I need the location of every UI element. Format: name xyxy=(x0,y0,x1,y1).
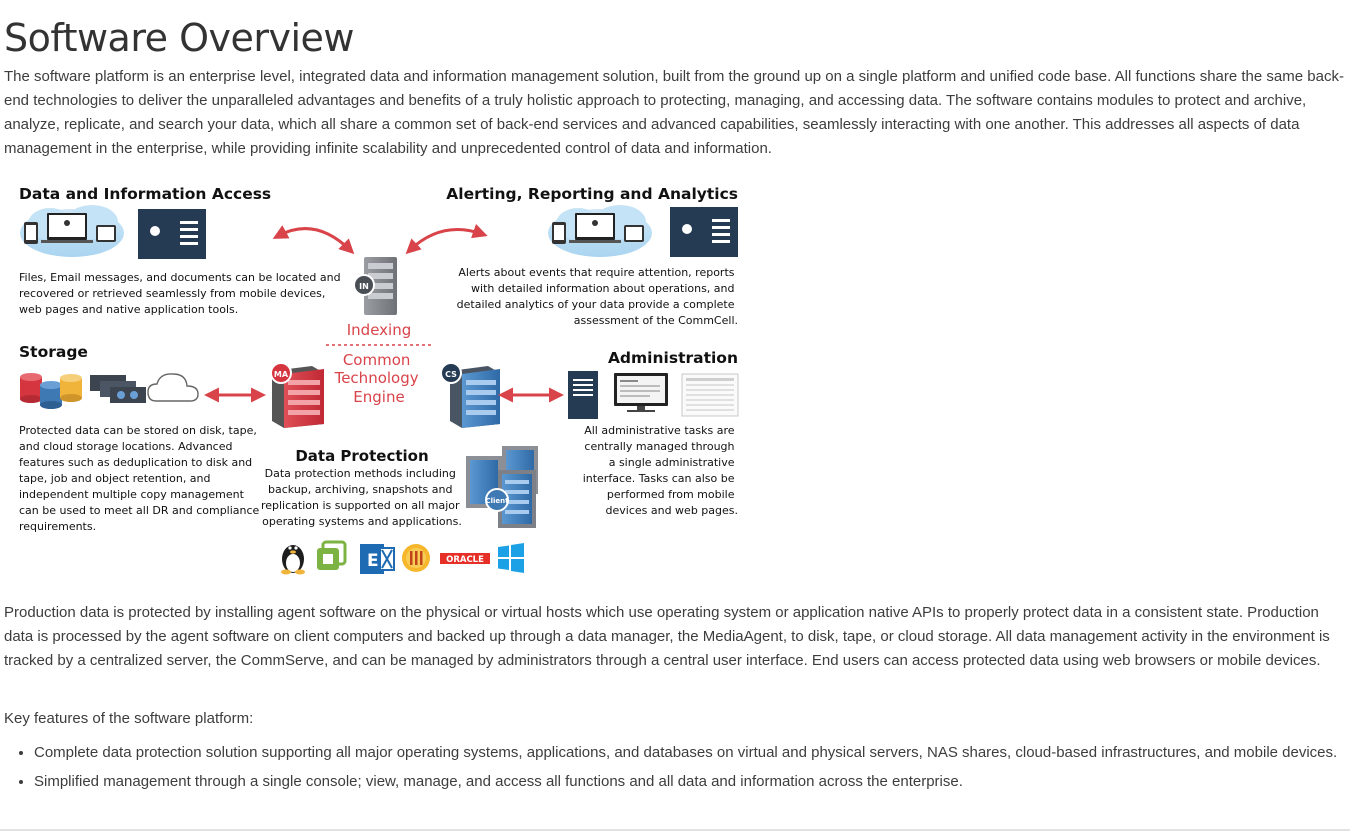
protection-line: replication is supported on all major xyxy=(261,499,460,512)
admin-line: All administrative tasks are xyxy=(584,424,735,437)
features-list: Complete data protection solution suppor… xyxy=(4,741,1350,799)
oracle-logo xyxy=(440,553,490,564)
intro-paragraph: The software platform is an enterprise l… xyxy=(4,68,1344,157)
page-bottom-divider xyxy=(0,829,1350,831)
alerting-to-index-arrow xyxy=(405,223,488,255)
engine-label: Common Technology Engine xyxy=(334,351,424,406)
commserve-server-icon xyxy=(440,362,500,428)
alerting-title: Alerting, Reporting and Analytics xyxy=(446,185,738,203)
page-title: Software Overview xyxy=(4,16,355,60)
tablet-console-icon xyxy=(670,207,738,257)
list-item: Simplified management through a single c… xyxy=(34,770,1350,794)
alerting-text: Alerts about events that require attenti… xyxy=(457,266,738,327)
protection-line: backup, archiving, snapshots and xyxy=(268,483,452,496)
media-agent-server-icon xyxy=(270,362,324,428)
vmware-icon xyxy=(317,540,347,570)
engine-line: Technology xyxy=(334,369,419,387)
admin-line: a single administrative xyxy=(609,456,735,469)
storage-line: can be used to meet all DR and complianc… xyxy=(19,504,260,517)
disk-icon xyxy=(20,373,82,409)
access-line: recovered or retrieved seamlessly from m… xyxy=(19,287,325,300)
protection-line: operating systems and applications. xyxy=(262,515,462,528)
storage-line: and cloud storage locations. Advanced xyxy=(19,440,232,453)
admin-tablet-icon xyxy=(568,371,598,419)
access-line: Files, Email messages, and documents can… xyxy=(19,271,341,284)
alerting-line: with detailed information about operatio… xyxy=(471,282,734,295)
devices-cloud-icon xyxy=(20,205,124,257)
alerting-line: assessment of the CommCell. xyxy=(574,314,738,327)
tape-icon xyxy=(90,375,146,403)
lotus-notes-icon xyxy=(402,544,430,572)
access-title: Data and Information Access xyxy=(19,185,271,203)
engine-line: Engine xyxy=(353,388,404,406)
index-server-icon xyxy=(353,257,397,315)
admin-title: Administration xyxy=(608,349,738,367)
admin-line: performed from mobile xyxy=(607,488,735,501)
cloud-icon xyxy=(147,373,199,402)
storage-text: Protected data can be stored on disk, ta… xyxy=(19,424,263,533)
indexing-label: Indexing xyxy=(347,321,412,339)
access-line: web pages and native application tools. xyxy=(19,303,238,316)
tablet-console-icon xyxy=(138,209,206,259)
svg-text:E: E xyxy=(367,551,379,571)
storage-line: requirements. xyxy=(19,520,96,533)
admin-report-icon xyxy=(681,373,739,417)
index-badge: IN xyxy=(359,282,369,291)
architecture-diagram: Data and Information Access Files, Email… xyxy=(19,185,739,575)
admin-monitor-icon xyxy=(614,373,668,412)
admin-line: centrally managed through xyxy=(584,440,734,453)
storage-line: tape, job and object retention, and xyxy=(19,472,211,485)
admin-line: devices and web pages. xyxy=(606,504,739,517)
access-to-index-arrow xyxy=(272,225,355,255)
client-server-stack-icon xyxy=(466,446,538,528)
protection-text: Data protection methods including backup… xyxy=(261,467,463,528)
admin-text: All administrative tasks are centrally m… xyxy=(583,424,738,517)
storage-title: Storage xyxy=(19,343,88,361)
alerting-line: detailed analytics of your data provide … xyxy=(457,298,735,311)
protection-title: Data Protection xyxy=(295,447,428,465)
linux-tux-icon xyxy=(281,545,305,575)
client-badge: Client xyxy=(485,497,509,505)
storage-line: independent multiple copy management xyxy=(19,488,245,501)
key-features-label: Key features of the software platform: xyxy=(4,710,254,727)
media-agent-badge: MA xyxy=(274,370,289,379)
alerting-line: Alerts about events that require attenti… xyxy=(458,266,734,279)
oracle-label: ORACLE xyxy=(446,555,484,565)
windows-icon xyxy=(498,543,524,573)
access-text: Files, Email messages, and documents can… xyxy=(19,271,344,316)
production-paragraph: Production data is protected by installi… xyxy=(4,604,1330,669)
protection-line: Data protection methods including xyxy=(265,467,456,480)
storage-line: features such as deduplication to disk a… xyxy=(19,456,252,469)
list-item: Complete data protection solution suppor… xyxy=(34,741,1350,765)
storage-line: Protected data can be stored on disk, ta… xyxy=(19,424,257,437)
commserve-badge: CS xyxy=(445,370,457,379)
engine-line: Common xyxy=(343,351,411,369)
exchange-icon: E xyxy=(360,544,395,574)
admin-line: interface. Tasks can also be xyxy=(583,472,735,485)
devices-cloud-icon xyxy=(548,205,652,257)
